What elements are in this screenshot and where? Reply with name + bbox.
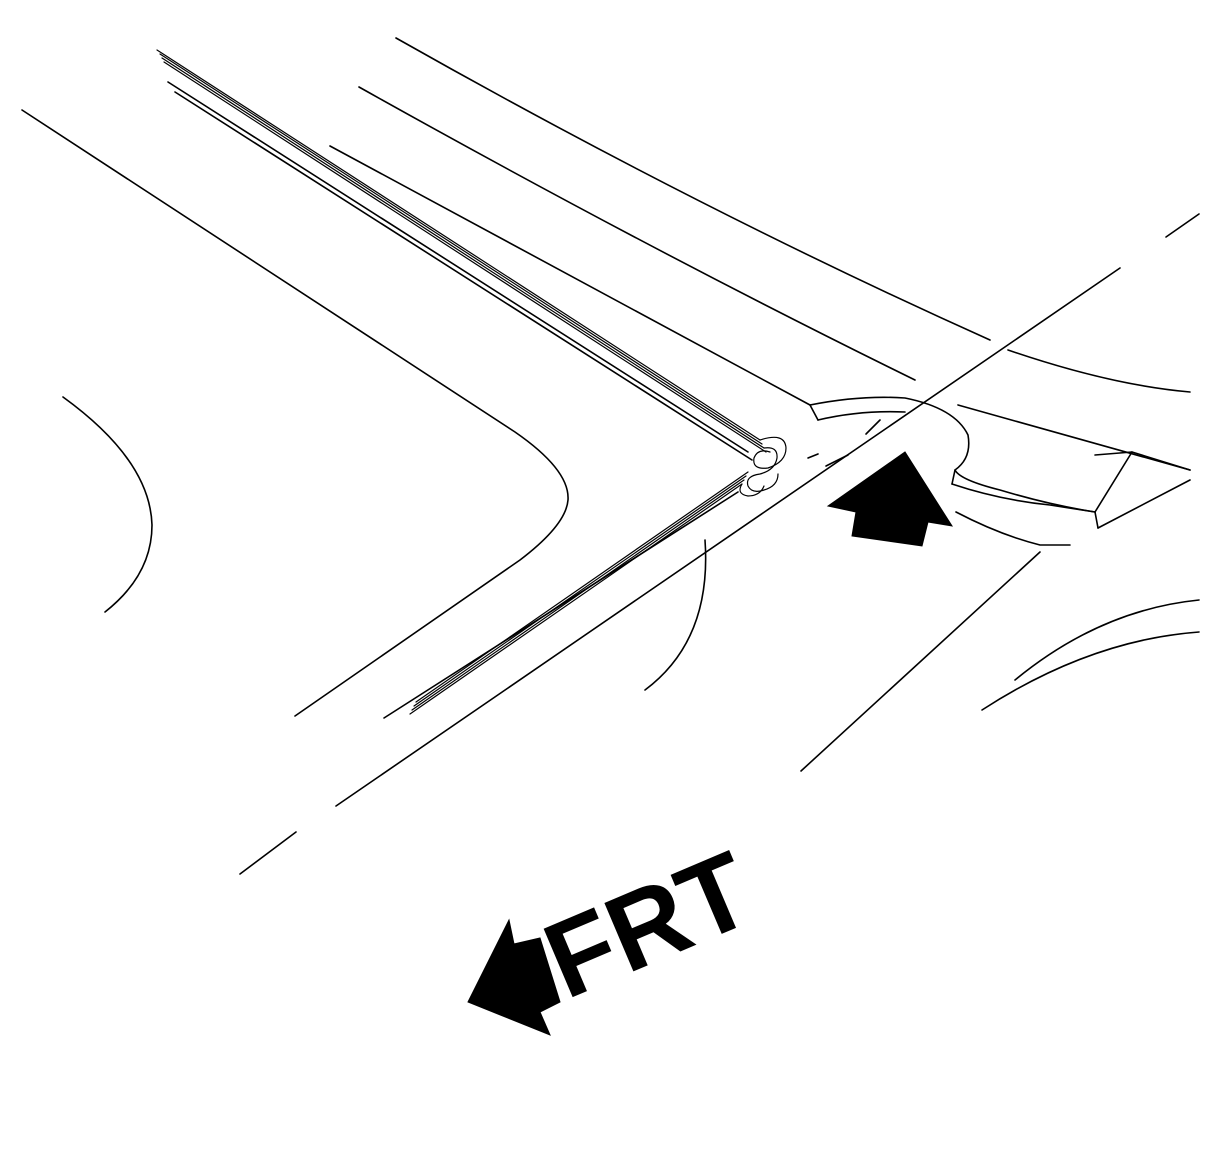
pointer-arrow-icon [826,451,954,547]
reveal-molding-strip [156,49,767,719]
front-direction-label: FRT [528,828,769,1021]
roof-panel-edges [329,37,1191,772]
molding-corner-end [739,436,787,497]
front-direction-arrow-icon [467,918,561,1036]
sectional-centerline [239,213,1200,875]
lower-body-curves [644,539,1200,711]
left-panel-outline [21,109,569,717]
